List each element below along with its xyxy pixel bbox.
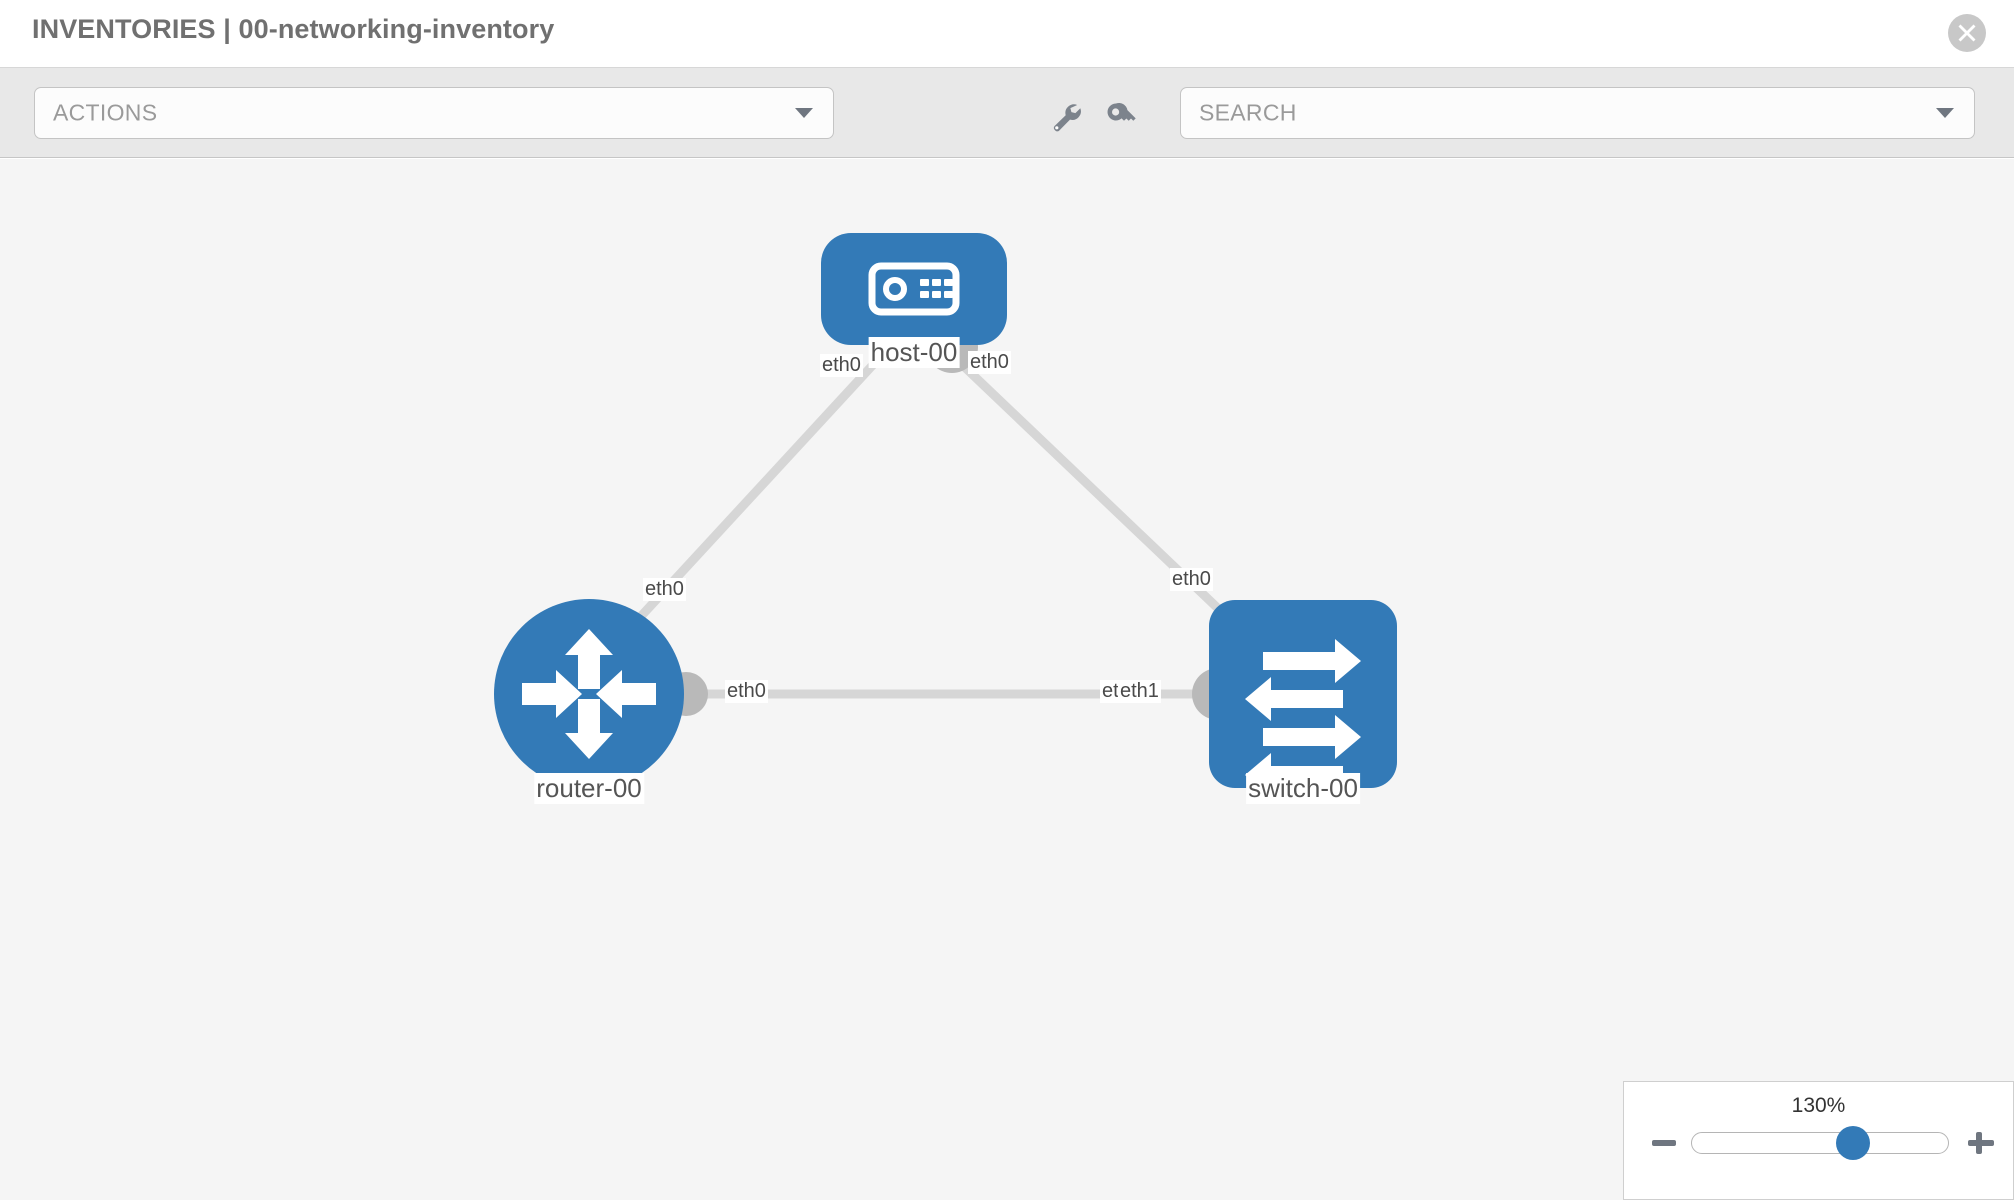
iface-label-router-right: eth0 (725, 680, 768, 703)
zoom-control-panel: 130% (1623, 1081, 2014, 1200)
node-label-host: host-00 (868, 337, 960, 368)
zoom-slider-thumb[interactable] (1836, 1126, 1871, 1160)
page-title: INVENTORIES | 00-networking-inventory (32, 14, 555, 44)
topology-edges (616, 351, 1252, 699)
router-arrows-icon (522, 629, 656, 759)
iface-label-switch-eth1: eth1 (1118, 680, 1161, 703)
key-icon[interactable] (1103, 99, 1137, 133)
node-switch-00[interactable] (1209, 600, 1397, 797)
topology-graph (494, 233, 1397, 797)
close-icon (1958, 24, 1976, 42)
zoom-slider[interactable] (1691, 1126, 1949, 1160)
wrench-icon[interactable] (1048, 99, 1082, 133)
node-label-switch: switch-00 (1246, 773, 1360, 804)
close-button[interactable] (1948, 14, 1986, 52)
iface-label-switch-up: eth0 (1170, 568, 1213, 591)
host-device-icon (868, 262, 960, 316)
topology-connectors (664, 321, 1264, 720)
zoom-level-value: 130% (1791, 1094, 1846, 1117)
zoom-in-button[interactable] (1966, 1128, 1996, 1158)
iface-label-host-right: eth0 (968, 351, 1011, 374)
toolbar: ACTIONS SEARCH (0, 68, 2014, 158)
search-input[interactable]: SEARCH (1180, 87, 1975, 139)
topology-canvas[interactable]: host-00 router-00 switch-00 eth0 eth0 et… (0, 159, 2014, 1200)
window-header: INVENTORIES | 00-networking-inventory (0, 0, 2014, 68)
node-router-00[interactable] (494, 599, 684, 789)
iface-label-host-left: eth0 (820, 354, 863, 377)
edge-host-switch[interactable] (948, 351, 1252, 641)
chevron-down-icon (1936, 108, 1954, 118)
node-label-router: router-00 (534, 773, 644, 804)
actions-dropdown-label: ACTIONS (53, 99, 158, 126)
zoom-out-button[interactable] (1649, 1128, 1679, 1158)
chevron-down-icon (795, 108, 813, 118)
node-host-00[interactable] (821, 233, 1007, 345)
actions-dropdown[interactable]: ACTIONS (34, 87, 834, 139)
search-placeholder: SEARCH (1199, 99, 1297, 126)
iface-label-router-up: eth0 (643, 578, 686, 601)
